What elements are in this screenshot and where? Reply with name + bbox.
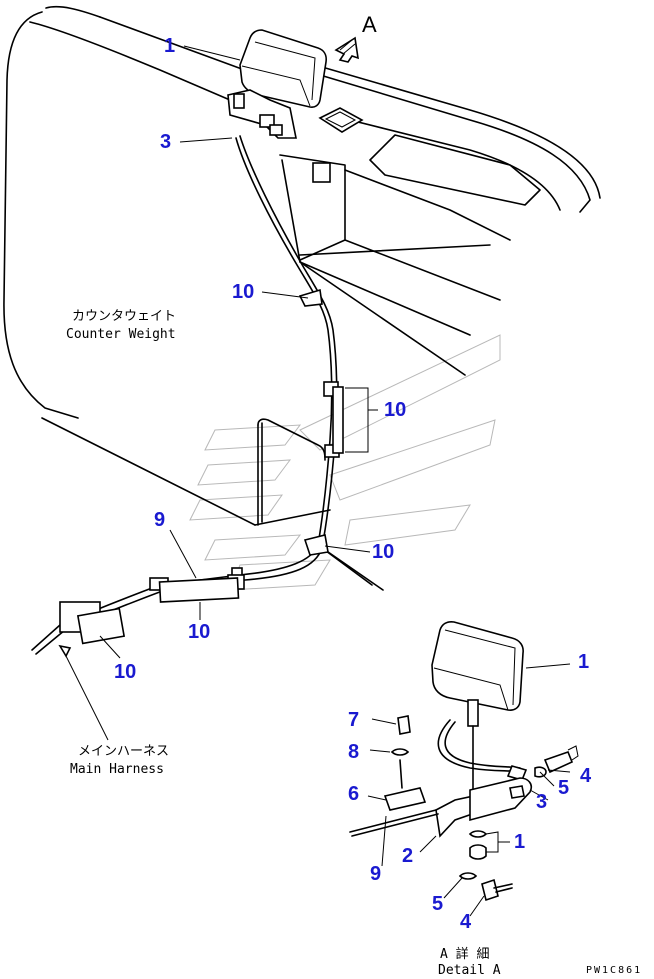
callout-detail-washer-top: 8	[348, 741, 359, 763]
callout-detail-cable: 9	[370, 863, 381, 885]
callout-clip-left-b: 10	[114, 661, 136, 683]
callout-detail-clamp-plate: 6	[348, 783, 359, 805]
leader-lines	[58, 45, 571, 917]
callout-detail-bolt-right: 4	[580, 765, 592, 787]
work-lamp-icon	[227, 29, 327, 139]
callout-detail-bracket: 2	[402, 845, 413, 867]
callout-clip-mid: 10	[384, 399, 406, 421]
callout-detail-bolt-bottom: 4	[460, 911, 472, 933]
lamp-harness-cable	[31, 135, 384, 655]
callout-detail-clamp-right: 3	[536, 791, 547, 813]
callout-clip-left-a: 10	[188, 621, 210, 643]
clip-box-lower	[158, 577, 240, 603]
callout-lamp: 1	[164, 35, 175, 57]
callout-clamp: 3	[160, 131, 171, 153]
detail-a-assembly	[349, 621, 579, 902]
view-direction-arrow-icon	[334, 36, 359, 63]
counterweight-label-en: Counter Weight	[66, 327, 176, 342]
callout-cable: 9	[154, 509, 165, 531]
view-letter: A	[362, 12, 377, 37]
clip-box-mid	[332, 386, 344, 454]
callout-detail-lamp: 1	[578, 651, 589, 673]
callout-detail-washer-bottom: 5	[432, 893, 443, 915]
watermark-logo	[189, 334, 501, 591]
detail-label-en: Detail A	[438, 963, 501, 978]
counterweight-label-jp: カウンタウェイト	[72, 309, 176, 324]
callout-detail-bolt-top: 7	[348, 709, 359, 731]
detail-label-jp: A 詳 細	[440, 946, 489, 962]
counterweight	[3, 5, 601, 526]
drawing-code: PW1C861	[586, 965, 642, 976]
callout-clip-lower: 10	[372, 541, 394, 563]
callout-detail-washer-right: 5	[558, 777, 569, 799]
harness-label-jp: メインハーネス	[78, 744, 169, 759]
harness-label-en: Main Harness	[70, 762, 164, 777]
callout-clip-upper: 10	[232, 281, 254, 303]
callout-detail-nut: 1	[514, 831, 525, 853]
